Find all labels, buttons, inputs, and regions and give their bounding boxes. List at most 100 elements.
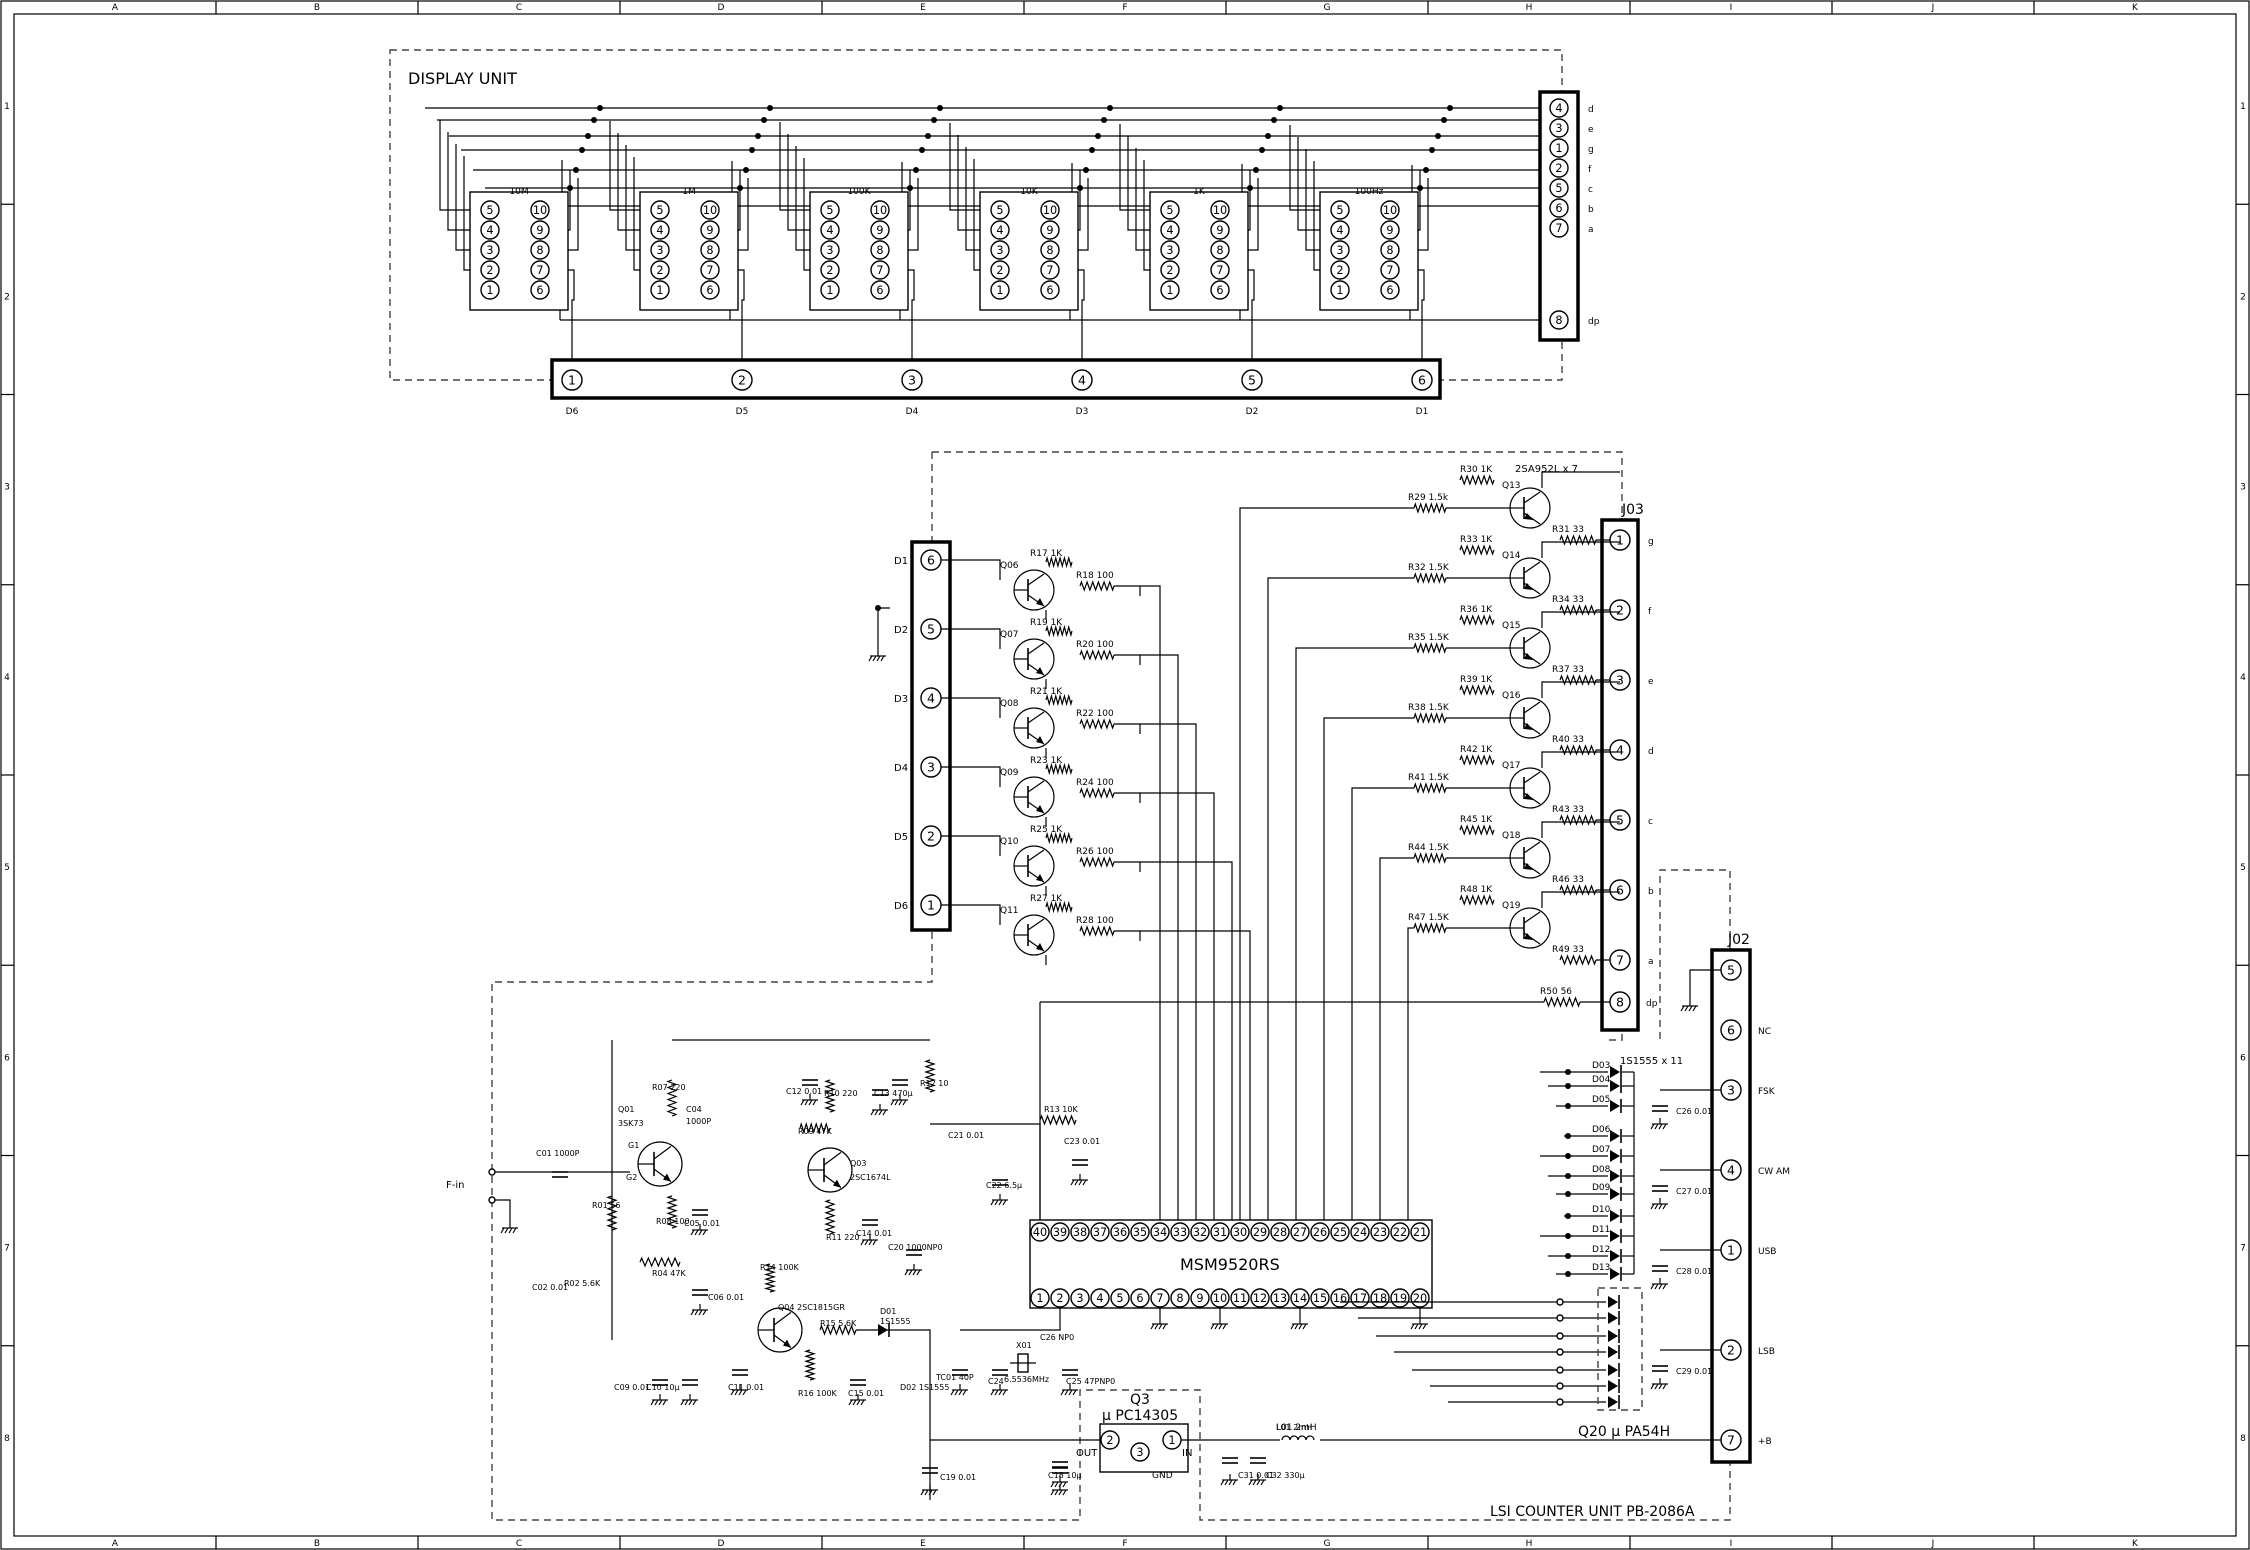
column-label-bottom: F [1122,1539,1127,1549]
pin-circle [1330,280,1350,300]
segment-top-resistor [1459,474,1495,486]
pin-circle [1609,879,1631,901]
diode-triangle [1610,1188,1620,1200]
segment-top-resistor [1459,684,1495,696]
j03-seg-label: b [1648,887,1654,897]
array-node [1556,1298,1564,1306]
pin-number: 1 [826,284,833,297]
resistor-label: R50 56 [1540,987,1572,997]
component-label: R14 100K [760,1263,800,1272]
column-label-bottom: C [516,1539,522,1549]
ground-hatch [998,1199,1003,1206]
ground-hatch [856,1399,861,1406]
pin-circle [990,240,1010,260]
pin-number: 1 [1336,284,1343,297]
ground-symbol [990,1384,1008,1396]
ground-hatch [1290,1323,1295,1330]
pin-number: 22 [1393,1226,1407,1239]
j03-pin: 3 [1609,669,1631,691]
j02-gnd-wire [1689,969,1721,1000]
resistor-label: R21 1K [1030,687,1063,697]
pin-circle [1230,1288,1250,1308]
resistor-label: R19 1K [1030,618,1063,628]
pin-circle [1160,200,1180,220]
ground-symbol [1248,1474,1266,1486]
digit-pin-left: 4 [650,220,670,240]
array-diode [1608,1329,1620,1343]
digit-transistor [1013,638,1055,680]
digit-pin-left: 4 [990,220,1010,240]
component-label: C31 0.01 [1238,1471,1274,1480]
ground-hatch [684,1399,689,1406]
ground-hatch [1228,1479,1233,1486]
component-label: L01 2mH [1276,1423,1312,1432]
ground-symbol [500,1222,518,1234]
pin-number: 1 [486,284,493,297]
component-label: C11 0.01 [728,1383,764,1392]
pin-circle [1170,1288,1190,1308]
pin-circle [650,260,670,280]
pin-circle [1330,1222,1350,1242]
diode-title: 1S1555 x 11 [1620,1056,1683,1067]
row-label-left: 7 [4,1244,10,1254]
junction-dot [767,105,773,111]
pin-circle [1370,1222,1390,1242]
column-label-bottom: I [1730,1539,1733,1549]
junction-dot [919,147,925,153]
lsi-pin-top: 21 [1410,1222,1430,1242]
pin-number: 16 [1333,1292,1347,1305]
pin-circle [870,240,890,260]
pin-circle [1210,200,1230,220]
ground-hatch [908,1269,913,1276]
segment-top-resistor [1459,894,1495,906]
resistor-label: R31 33 [1552,525,1584,535]
pin-number: 33 [1173,1226,1187,1239]
lsi-pin-bottom: 9 [1190,1288,1210,1308]
pin-number: 37 [1093,1226,1107,1239]
digit-pin-right: 8 [1380,240,1400,260]
ground-hatch [868,1239,873,1246]
digit-connector-label: D6 [566,407,579,417]
regulator-pin: 1 [1162,1430,1182,1450]
pin-circle [700,200,720,220]
digit-connector-pin: 4 [1071,369,1093,391]
segment-output-resistor [1559,884,1597,896]
ground-hatch [1658,1383,1663,1390]
j02-name: J02 [1727,932,1750,948]
ground-hatch [1074,1179,1079,1186]
segment-left-resistor [1413,852,1447,864]
diode-triangle [1610,1130,1620,1142]
pin-number: 1 [1166,284,1173,297]
j02-pin: 5 [1720,959,1742,981]
array-node [1556,1382,1564,1390]
ground-hatch [1150,1323,1155,1330]
row-label-right: 8 [2240,1434,2246,1444]
pin-number: 1 [1616,533,1624,548]
regulator-pin: 2 [1100,1430,1120,1450]
digit-pin-left: 1 [990,280,1010,300]
emitter-arrow [1524,793,1533,800]
diode-label: D08 [1592,1165,1611,1175]
lsi-pin-top: 39 [1050,1222,1070,1242]
junction-dot [1565,1103,1571,1109]
osc-wire [960,1308,1061,1331]
ground-hatch [800,1099,805,1106]
emitter-arrow [1524,513,1533,520]
pin-number: 9 [1216,224,1223,237]
pin-number: 2 [1616,603,1624,618]
segment-emitter-rail [1541,821,1620,838]
collector [653,1145,672,1160]
diode-triangle [1610,1170,1620,1182]
ground-hatch [702,1309,707,1316]
pin-number: 12 [1253,1292,1267,1305]
pin-number: 10 [1213,204,1227,217]
digit-module-name: 100K [847,187,871,197]
pin-number: 25 [1333,1226,1347,1239]
lsi-name: MSM9520RS [1180,1255,1280,1274]
diode-triangle [1610,1250,1620,1262]
component-label: C22 6.5μ [986,1181,1022,1190]
pin-circle [1090,1222,1110,1242]
transistor-ref: Q15 [1502,621,1521,631]
ground-hatch [1214,1323,1219,1330]
